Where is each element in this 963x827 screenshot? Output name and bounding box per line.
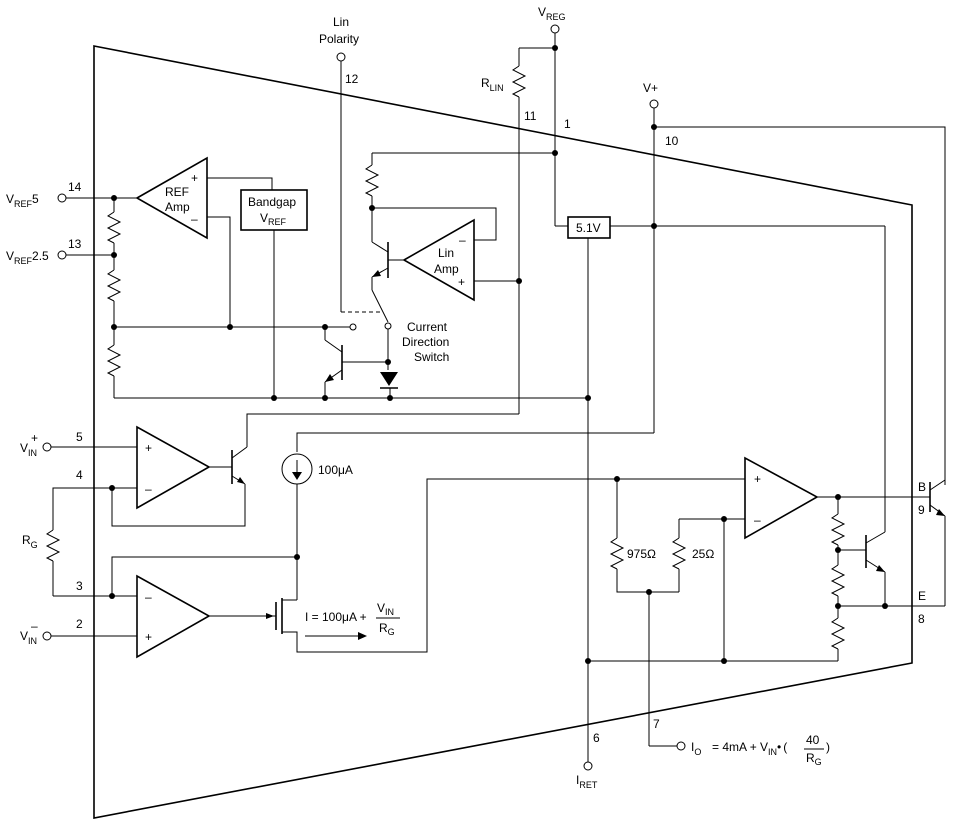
input-amp-lower-plus: + xyxy=(145,630,152,644)
lin-section: Lin Polarity 12 Current Direction Switch xyxy=(319,15,558,398)
output-resistor-1 xyxy=(830,513,846,546)
switch-label-1: Current xyxy=(407,320,448,334)
base-label: B xyxy=(918,480,926,494)
lin-polarity-pin[interactable] xyxy=(336,52,346,62)
ref-amp xyxy=(135,156,208,240)
iret-pin[interactable] xyxy=(583,761,593,771)
io-label: IO xyxy=(691,740,701,757)
vreg-label: VREG xyxy=(538,5,566,22)
vinn-sup: – xyxy=(31,619,38,633)
current-formula-prefix: I = 100μA + xyxy=(305,610,367,624)
lin-amp-label-1: Lin xyxy=(438,246,454,260)
ref-amp-minus: – xyxy=(191,212,198,226)
input-amp-upper-minus: – xyxy=(145,482,152,496)
ref-amp-label-2: Amp xyxy=(165,200,190,214)
resistor-975-label: 975Ω xyxy=(627,547,656,561)
zener-label: 5.1V xyxy=(576,221,601,235)
input-amp-upper-plus: + xyxy=(145,441,152,455)
rg3-pin-number: 3 xyxy=(76,579,83,593)
current-formula-denominator: RG xyxy=(379,621,395,637)
lin-amp-minus: – xyxy=(459,233,466,247)
vref5-pin-number: 14 xyxy=(68,180,82,194)
output-amp-plus: + xyxy=(754,472,761,486)
resistor-25-label: 25Ω xyxy=(692,547,714,561)
resistor-975 xyxy=(609,537,625,570)
diode xyxy=(380,372,398,386)
bandgap-label-2: VREF xyxy=(260,211,287,227)
bandgap-label-1: Bandgap xyxy=(248,195,296,209)
lin-polarity-pin-number: 12 xyxy=(345,72,359,86)
vreg-pin-number: 1 xyxy=(564,117,571,131)
switch-contact-left xyxy=(349,323,357,331)
vref5-pin[interactable] xyxy=(57,193,67,203)
lin-amp xyxy=(402,218,475,302)
switch-label-2: Direction xyxy=(402,335,449,349)
vref5-label: VREF5 xyxy=(6,192,39,209)
lin-polarity-label-2: Polarity xyxy=(319,32,359,46)
input-amp-upper xyxy=(136,425,211,510)
rg-label: RG xyxy=(22,533,38,550)
input-section: VIN + 5 4 + – RG 3 VIN – 2 xyxy=(20,413,745,659)
vref25-pin[interactable] xyxy=(57,250,67,260)
vref25-label: VREF2.5 xyxy=(6,249,49,266)
input-amp-lower xyxy=(136,574,211,659)
rlin-label: RLIN xyxy=(481,76,504,93)
io-pin-number: 7 xyxy=(653,717,660,731)
iret-label: IRET xyxy=(576,773,598,790)
rg-resistor xyxy=(45,529,61,562)
vinn-label: VIN xyxy=(20,629,37,646)
output-amp-minus: – xyxy=(754,513,761,527)
vinp-sup: + xyxy=(31,431,38,445)
divider-resistor-1 xyxy=(106,211,122,244)
vplus-label: V+ xyxy=(643,81,658,95)
io-formula-main: = 4mA + VIN•( xyxy=(712,740,787,757)
package-outline xyxy=(93,45,913,819)
output-section: 975Ω 25Ω 7 + – xyxy=(585,226,946,767)
ref-section: VREF5 14 VREF2.5 13 REF Amp + – Bandgap … xyxy=(6,156,591,401)
zener-5v1-block xyxy=(567,216,611,239)
vinn-pin[interactable] xyxy=(42,631,52,641)
rlin-resistor xyxy=(511,65,527,98)
divider-resistor-3 xyxy=(106,344,122,377)
current-formula-numerator: VIN xyxy=(377,601,394,617)
vplus-pin[interactable] xyxy=(649,99,659,109)
current-direction-switch xyxy=(371,289,389,323)
rlin-pin-number: 11 xyxy=(524,109,537,123)
emitter-pin-number: 8 xyxy=(918,612,925,626)
ref-amp-label-1: REF xyxy=(165,185,189,199)
switch-label-3: Switch xyxy=(414,350,449,364)
divider-resistor-2 xyxy=(106,269,122,302)
vinp-pin-number: 5 xyxy=(76,430,83,444)
base-pin-number: 9 xyxy=(918,503,925,517)
current-source-label: 100μA xyxy=(318,463,353,477)
vplus-section: V+ 10 xyxy=(296,81,946,485)
resistor-25 xyxy=(671,537,687,570)
vinn-pin-number: 2 xyxy=(76,617,83,631)
vinp-label: VIN xyxy=(20,441,37,458)
lin-polarity-label-1: Lin xyxy=(333,15,349,29)
lin-amp-label-2: Amp xyxy=(434,262,459,276)
emitter-label: E xyxy=(918,589,926,603)
output-amp xyxy=(744,456,819,540)
ref-amp-plus: + xyxy=(191,171,198,185)
vinp-pin[interactable] xyxy=(42,442,52,452)
rg4-pin-number: 4 xyxy=(76,468,83,482)
io-formula-denominator: RG xyxy=(806,751,822,767)
vreg-pin[interactable] xyxy=(550,24,560,34)
vreg-section: VREG 1 RLIN 11 5.1V 6 IRET xyxy=(481,5,885,790)
vref25-pin-number: 13 xyxy=(68,237,82,251)
io-formula-close: ) xyxy=(826,740,830,754)
lin-feedback-resistor xyxy=(364,164,380,197)
input-amp-lower-minus: – xyxy=(145,590,152,604)
output-resistor-3 xyxy=(830,617,846,650)
vplus-pin-number: 10 xyxy=(665,134,679,148)
io-pin[interactable] xyxy=(676,741,686,751)
io-formula-numerator: 40 xyxy=(806,733,820,747)
lin-amp-plus: + xyxy=(458,275,465,289)
output-resistor-2 xyxy=(830,564,846,597)
iret-pin-number: 6 xyxy=(593,731,600,745)
